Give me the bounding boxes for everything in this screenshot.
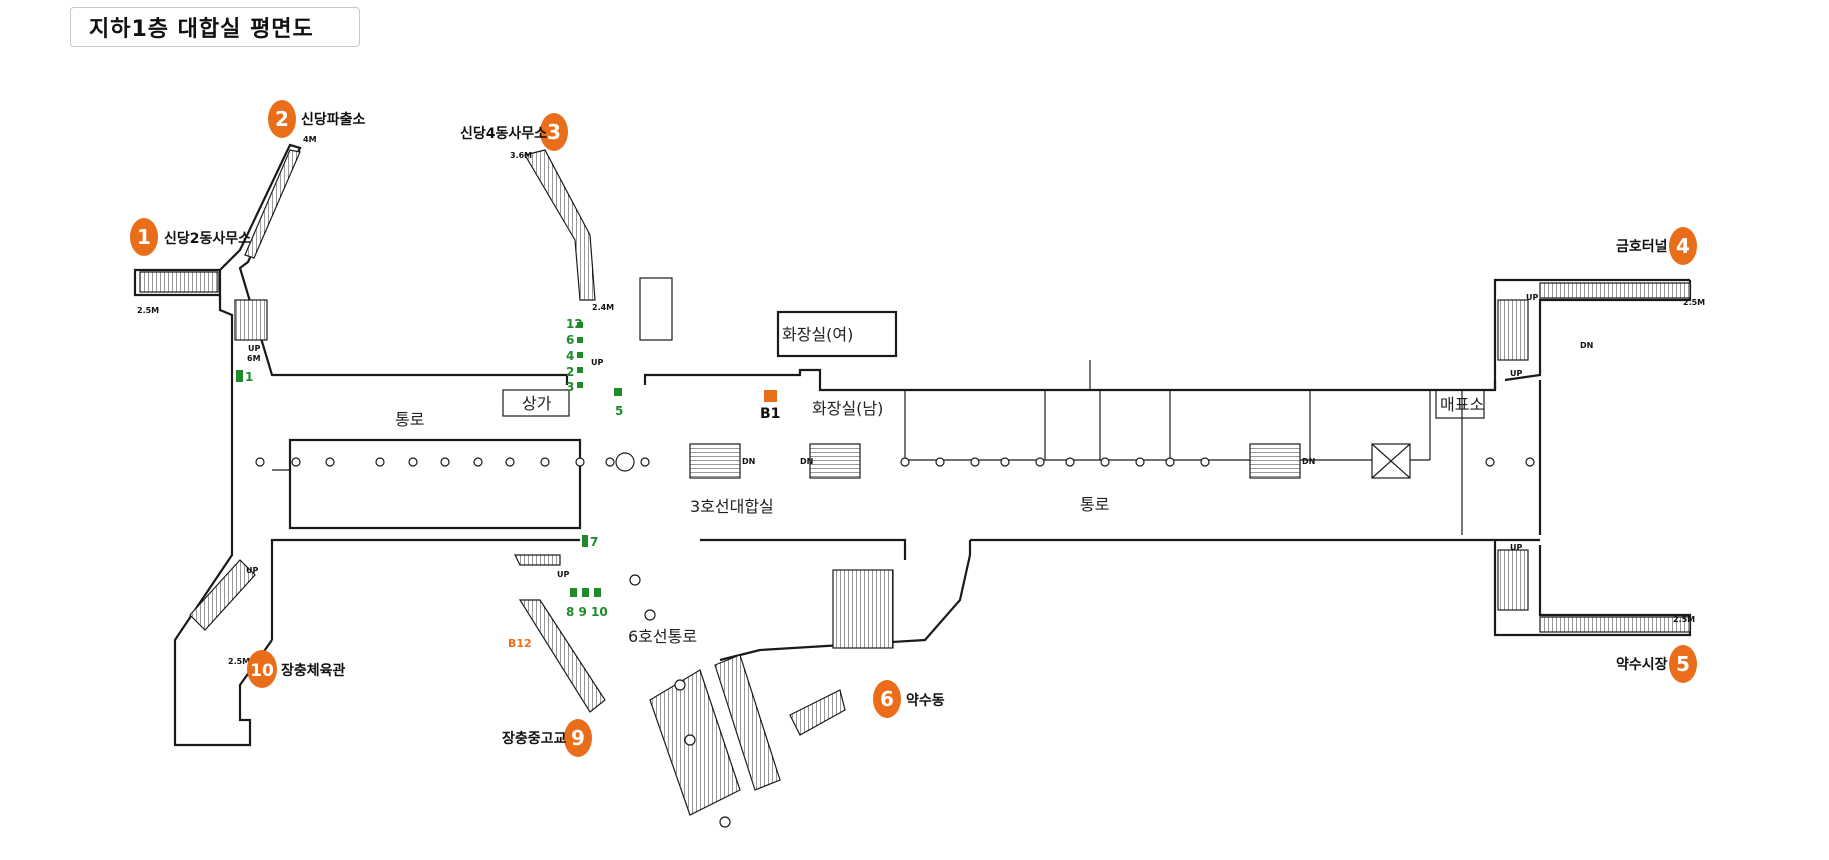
label-restroom-female: 화장실(여) bbox=[782, 325, 853, 344]
elevator-stack-4: 4 bbox=[566, 349, 574, 363]
exit-10-number: 10 bbox=[250, 661, 274, 681]
up-label-7: UP bbox=[557, 570, 569, 579]
exit-5-badge bbox=[1669, 645, 1697, 683]
exit-3-number: 3 bbox=[547, 120, 561, 144]
elevator-stack-3: 3 bbox=[566, 380, 574, 394]
exit-4-number: 4 bbox=[1676, 234, 1690, 258]
exit-6[interactable]: 6 약수동 bbox=[873, 680, 945, 718]
exit10-width: 2.5M bbox=[228, 657, 250, 666]
exit-2[interactable]: 2 신당파출소 bbox=[268, 100, 366, 138]
exit-4-name: 금호터널 bbox=[1616, 239, 1668, 255]
exit-2-name: 신당파출소 bbox=[301, 111, 366, 128]
exit-1-badge bbox=[130, 218, 158, 256]
exit-6-badge bbox=[873, 680, 901, 718]
elevator-stack-12: 12 bbox=[566, 317, 583, 331]
exit-3-badge bbox=[540, 113, 568, 151]
exit-10-name: 장충체육관 bbox=[281, 662, 346, 679]
exit2-width: 4M bbox=[303, 135, 317, 144]
exit-6-name: 약수동 bbox=[906, 692, 945, 709]
exit-10-badge bbox=[247, 650, 277, 688]
label-line3-concourse: 3호선대합실 bbox=[690, 497, 774, 516]
exit-2-badge bbox=[268, 100, 296, 138]
up-label-2: UP bbox=[591, 358, 603, 367]
elevator-stack-2: 2 bbox=[566, 365, 574, 379]
exit-1-name: 신당2동사무소 bbox=[164, 230, 251, 247]
elevator-7-label: 7 bbox=[590, 535, 598, 549]
up-label-6: UP bbox=[246, 566, 258, 575]
exit-9-number: 9 bbox=[571, 726, 585, 750]
exit-9-name: 장충중고교 bbox=[502, 730, 567, 747]
exit5-width: 2.5M bbox=[1673, 615, 1695, 624]
exit-4-badge bbox=[1669, 227, 1697, 265]
exit3-width: 3.6M bbox=[510, 151, 532, 160]
exit1-width: 2.5M bbox=[137, 306, 159, 315]
rooms bbox=[502, 277, 1485, 419]
elevator-stack-6: 6 bbox=[566, 333, 574, 347]
exit-10[interactable]: 10 장충체육관 bbox=[247, 650, 346, 688]
label-ticket-office: 매표소 bbox=[1440, 395, 1484, 414]
stairs bbox=[139, 149, 1691, 816]
exit-3-name: 신당4동사무소 bbox=[460, 125, 547, 142]
exit-5[interactable]: 5 약수시장 bbox=[1616, 645, 1697, 683]
elevator-markers bbox=[236, 322, 777, 597]
exit-2-number: 2 bbox=[275, 107, 289, 131]
dn-label-4: DN bbox=[1580, 341, 1593, 350]
exit-4[interactable]: 4 금호터널 bbox=[1616, 227, 1697, 265]
main-walls bbox=[133, 143, 1692, 747]
b1-marker-label: B1 bbox=[760, 406, 780, 422]
b12-marker-label: B12 bbox=[508, 637, 532, 650]
exit-9-badge bbox=[564, 719, 592, 757]
exit-1-number: 1 bbox=[137, 225, 151, 249]
dn-label-1: DN bbox=[742, 457, 755, 466]
exit-9[interactable]: 9 장충중고교 bbox=[502, 719, 592, 757]
exit-1[interactable]: 1 신당2동사무소 bbox=[130, 218, 251, 256]
six-m-label: 6M bbox=[247, 354, 261, 363]
up-label-5: UP bbox=[1510, 543, 1522, 552]
up-label-3: UP bbox=[1526, 293, 1538, 302]
exit4-width: 2.5M bbox=[1683, 298, 1705, 307]
elevator-8-9-10-label: 8 9 10 bbox=[566, 605, 608, 619]
exit-6-number: 6 bbox=[880, 687, 894, 711]
exit3-inner-width: 2.4M bbox=[592, 303, 614, 312]
label-corridor-left: 통로 bbox=[395, 410, 424, 429]
page-title: 지하1층 대합실 평면도 bbox=[70, 7, 360, 47]
exit-5-name: 약수시장 bbox=[1616, 656, 1668, 673]
label-shop: 상가 bbox=[522, 394, 552, 413]
exit-5-number: 5 bbox=[1676, 652, 1690, 676]
exit-3[interactable]: 3 신당4동사무소 bbox=[460, 113, 568, 151]
up-label-4: UP bbox=[1510, 369, 1522, 378]
up-label-1: UP bbox=[248, 344, 260, 353]
label-restroom-male: 화장실(남) bbox=[812, 399, 883, 418]
elevator-1-label: 1 bbox=[245, 370, 253, 384]
dn-label-2: DN bbox=[800, 457, 813, 466]
elevator-5-label: 5 bbox=[615, 404, 623, 418]
pillars bbox=[255, 452, 1535, 828]
dn-label-3: DN bbox=[1302, 457, 1315, 466]
label-corridor-right: 통로 bbox=[1080, 495, 1109, 514]
label-line6-passage: 6호선통로 bbox=[628, 627, 697, 646]
